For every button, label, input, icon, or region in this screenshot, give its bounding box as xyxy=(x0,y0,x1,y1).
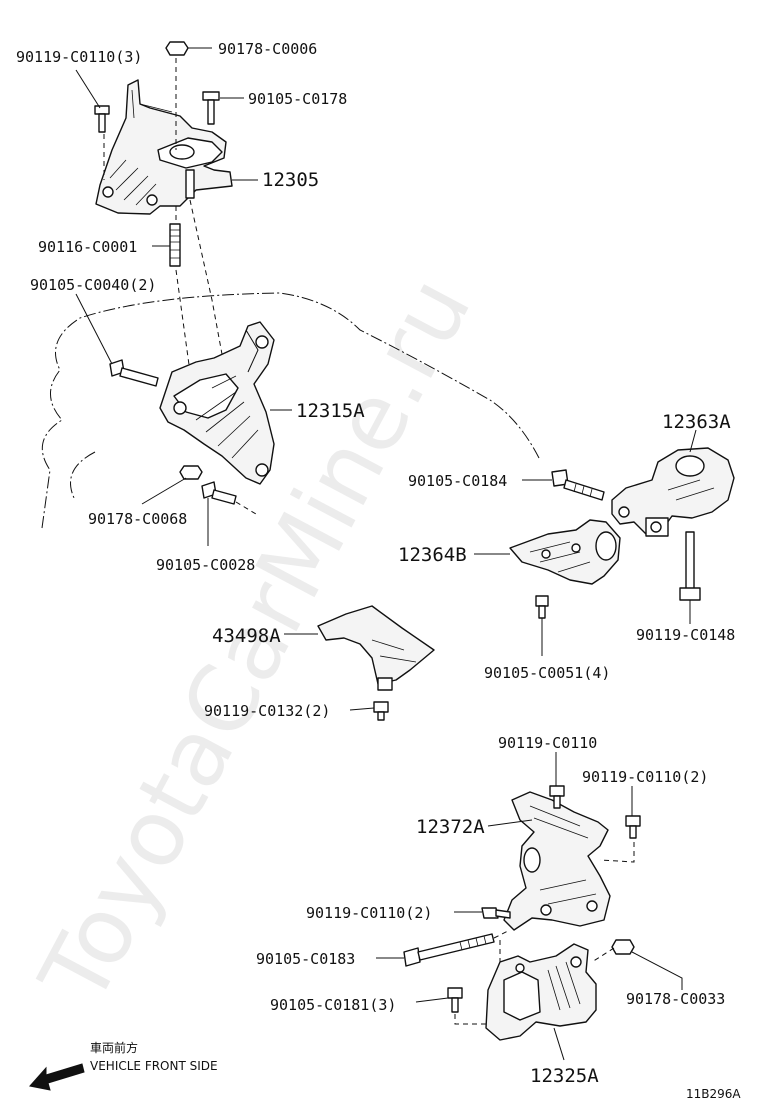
nut-90178-C0006 xyxy=(165,41,189,56)
guide-line-12325A-bolt xyxy=(454,1014,486,1025)
bolt-90105-C0040 xyxy=(109,359,159,387)
front-arrow-icon xyxy=(29,1063,85,1091)
bolt-90105-C0178 xyxy=(202,91,220,125)
label-12363A: 12363A xyxy=(662,411,731,433)
label-90119-C0110: 90119-C0110 xyxy=(498,734,597,752)
mount-bracket-12325A xyxy=(485,943,597,1041)
rear-bracket-12364B xyxy=(509,519,621,585)
rear-mount-12363A xyxy=(611,447,735,537)
label-90105-C0028: 90105-C0028 xyxy=(156,556,255,574)
label-90119-C0110-2-left: 90119-C0110(2) xyxy=(306,904,432,922)
label-90178-C0033: 90178-C0033 xyxy=(626,990,725,1008)
bolt-90119-C0110-b xyxy=(625,815,641,839)
label-90105-C0181-3: 90105-C0181(3) xyxy=(270,996,396,1014)
bracket-12372A xyxy=(503,791,611,931)
guide-line-12325A-nut xyxy=(591,947,615,963)
label-12305: 12305 xyxy=(262,169,319,191)
guide-line-12372A xyxy=(599,842,635,863)
bolt-90119-C0110-c xyxy=(481,907,511,919)
label-90178-C0068: 90178-C0068 xyxy=(88,510,187,528)
bolt-90119-C0132 xyxy=(373,701,389,721)
bolt-90119-C0110-top xyxy=(94,105,110,133)
bolt-90119-C0148 xyxy=(679,531,701,601)
figure-code: 11B296A xyxy=(686,1087,741,1101)
engine-outline-inner xyxy=(70,451,96,501)
heat-shield-43498A xyxy=(317,605,435,691)
label-12364B: 12364B xyxy=(398,544,467,566)
label-90105-C0178: 90105-C0178 xyxy=(248,90,347,108)
label-12325A: 12325A xyxy=(530,1065,599,1087)
label-12315A: 12315A xyxy=(296,400,365,422)
nut-90178-C0068 xyxy=(179,465,203,480)
label-90178-C0006: 90178-C0006 xyxy=(218,40,317,58)
legend-japanese: 車両前方 xyxy=(90,1040,138,1055)
vehicle-front-legend: 車両前方 VEHICLE FRONT SIDE xyxy=(29,1040,218,1091)
legend-english: VEHICLE FRONT SIDE xyxy=(90,1059,218,1073)
bolt-90105-C0181 xyxy=(447,987,463,1013)
label-12372A: 12372A xyxy=(416,816,485,838)
bolt-90105-C0028 xyxy=(201,481,237,505)
label-90116-C0001: 90116-C0001 xyxy=(38,238,137,256)
label-90105-C0040-2: 90105-C0040(2) xyxy=(30,276,156,294)
label-90119-C0110-3: 90119-C0110(3) xyxy=(16,48,142,66)
guide-line-bracket-bolt xyxy=(235,501,257,515)
label-90119-C0132-2: 90119-C0132(2) xyxy=(204,702,330,720)
guide-line-top xyxy=(175,58,191,373)
label-90105-C0051-4: 90105-C0051(4) xyxy=(484,664,610,682)
bolt-90105-C0184 xyxy=(551,469,605,501)
engine-mount-12305 xyxy=(95,79,233,215)
label-90119-C0110-2-right: 90119-C0110(2) xyxy=(582,768,708,786)
bolt-90105-C0051 xyxy=(535,595,549,619)
engine-bracket-12315A xyxy=(159,321,275,485)
bolt-90119-C0110-a xyxy=(549,785,565,809)
nut-90178-C0033 xyxy=(611,939,635,955)
label-90119-C0148: 90119-C0148 xyxy=(636,626,735,644)
label-90105-C0183: 90105-C0183 xyxy=(256,950,355,968)
engine-outline xyxy=(41,292,541,529)
stud-90116-C0001 xyxy=(169,223,181,267)
label-43498A: 43498A xyxy=(212,625,281,647)
leader-lines xyxy=(75,47,697,1061)
bolt-90105-C0183 xyxy=(403,933,495,967)
label-90105-C0184: 90105-C0184 xyxy=(408,472,507,490)
